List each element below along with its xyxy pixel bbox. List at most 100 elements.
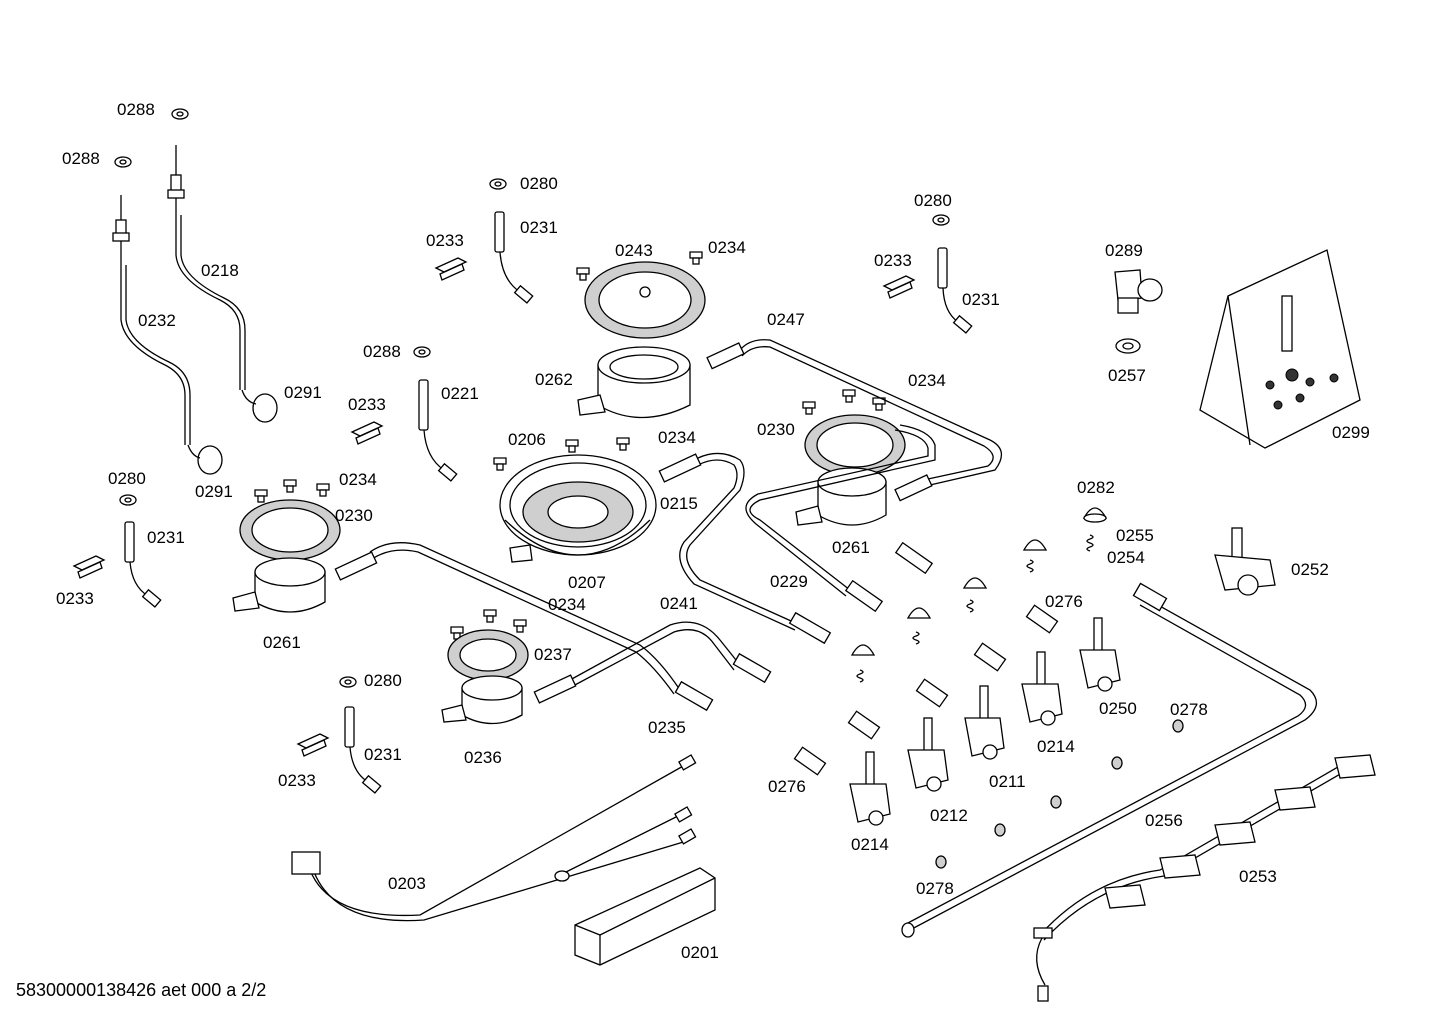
gasket-0237 [447,629,529,681]
label-0231: 0231 [962,290,1000,309]
electrode-0231-d [344,706,382,794]
label-0262: 0262 [535,370,573,389]
label-0230: 0230 [335,506,373,525]
label-0233: 0233 [426,231,464,250]
clip-0233-b [882,275,916,299]
label-0206: 0206 [508,430,546,449]
label-0231: 0231 [364,745,402,764]
label-0229: 0229 [770,572,808,591]
gas-tap-0250 [1079,617,1121,692]
screw-0234-group-left [254,479,330,503]
label-0278: 0278 [1170,700,1208,719]
part-labels: 0288 0288 0218 0232 0291 0291 0280 0231 … [56,100,1370,962]
label-0289: 0289 [1105,241,1143,260]
label-0221: 0221 [441,384,479,403]
burner-cup-0236 [441,675,523,725]
label-0250: 0250 [1099,699,1137,718]
label-0236: 0236 [464,748,502,767]
label-0234: 0234 [708,238,746,257]
clip-0233-e [296,733,330,757]
parts-bag-0299 [1199,249,1361,449]
pipe-0247 [706,339,1002,502]
clip-0233-a [434,257,468,281]
burner-cup-0261-left [232,557,326,613]
pipe-0241 [533,621,772,704]
label-0230: 0230 [757,420,795,439]
label-0207: 0207 [568,573,606,592]
label-0276: 0276 [768,777,806,796]
washer-0288-c [413,346,431,358]
thermocouple-0232 [112,195,223,475]
label-0288: 0288 [363,342,401,361]
pipe-main-0252 [901,582,1317,938]
label-0234: 0234 [339,470,377,489]
label-0232: 0232 [138,311,176,330]
label-0280: 0280 [520,174,558,193]
screw-0234-group-top [576,251,703,281]
label-0218: 0218 [201,261,239,280]
label-0203: 0203 [388,874,426,893]
label-0214: 0214 [1037,737,1075,756]
label-0299: 0299 [1332,423,1370,442]
label-0231: 0231 [520,218,558,237]
washer-0288-a [171,108,189,120]
electrode-0231-a [494,211,534,304]
label-0234: 0234 [548,595,586,614]
label-0243: 0243 [615,241,653,260]
label-0257: 0257 [1108,366,1146,385]
burner-0206-0207 [499,454,657,563]
screw-0234-group-small [450,609,527,640]
label-0214: 0214 [851,835,889,854]
label-0276: 0276 [1045,592,1083,611]
label-0253: 0253 [1239,867,1277,886]
pipe-0215 [658,452,832,645]
label-0201: 0201 [681,943,719,962]
washer-0280-d [339,676,357,688]
burner-cup-0261-right [795,467,887,526]
label-0212: 0212 [930,806,968,825]
ignition-module-0201 [574,867,716,966]
electrode-0231-c [124,521,162,608]
ignition-harness-0253 [1033,754,1376,1002]
label-0291: 0291 [284,383,322,402]
pipe-0234-long [334,542,714,712]
label-0282: 0282 [1077,478,1115,497]
label-0278: 0278 [916,879,954,898]
label-0215: 0215 [660,494,698,513]
gas-tap-0214-b [849,751,891,826]
nozzle-group-center [850,539,1048,656]
label-0234: 0234 [658,428,696,447]
label-0247: 0247 [767,310,805,329]
gasket-0230-left [239,499,341,561]
label-0231: 0231 [147,528,185,547]
gasket-0230-right [804,414,906,476]
washer-0257 [1115,338,1141,354]
washer-0280-a [489,178,507,190]
thermocouple-0218 [167,145,278,423]
seal-0278-group [935,719,1184,869]
tube-0276-group [793,604,1059,776]
screw-0234-group-right [802,389,886,415]
washer-0280-b [932,214,950,226]
label-0211: 0211 [989,772,1026,791]
label-0234: 0234 [908,371,946,390]
label-0288: 0288 [62,149,100,168]
washer-0288-b [114,156,132,168]
label-0261: 0261 [832,538,870,557]
label-0233: 0233 [348,395,386,414]
label-0256: 0256 [1145,811,1183,830]
document-code: 58300000138426 aet 000 a 2/2 [16,980,267,1000]
label-0235: 0235 [648,718,686,737]
label-0261: 0261 [263,633,301,652]
pipe-0229 [745,424,936,613]
gas-tap-0211 [964,685,1005,760]
gas-tap-0212 [907,717,949,792]
label-0280: 0280 [364,671,402,690]
label-0291: 0291 [195,482,233,501]
label-0288: 0288 [117,100,155,119]
valve-0252 [1214,527,1276,596]
label-0237: 0237 [534,645,572,664]
burner-cup-0262 [577,346,691,419]
label-0254: 0254 [1107,548,1145,567]
